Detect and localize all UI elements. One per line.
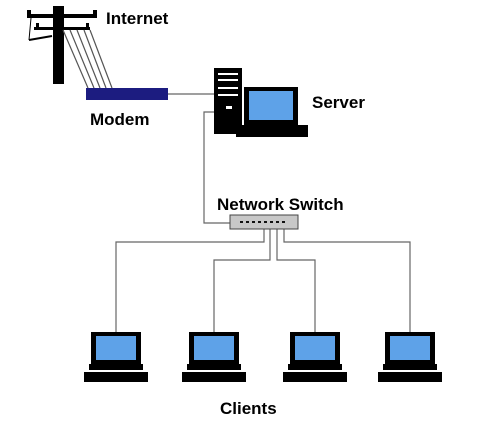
modem-icon bbox=[86, 88, 168, 100]
laptop-client-icon bbox=[378, 332, 442, 382]
server-computer-icon bbox=[214, 68, 308, 137]
modem-label: Modem bbox=[90, 110, 150, 129]
network-switch-icon bbox=[229, 214, 299, 230]
clients-label: Clients bbox=[220, 399, 277, 418]
laptop-client-icon bbox=[84, 332, 148, 382]
connection-lines bbox=[115, 93, 411, 332]
laptop-client-icon bbox=[182, 332, 246, 382]
server-label: Server bbox=[312, 93, 365, 112]
utility-pole-icon bbox=[27, 6, 113, 89]
switch-label: Network Switch bbox=[217, 195, 344, 214]
laptop-client-icon bbox=[283, 332, 347, 382]
internet-label: Internet bbox=[106, 9, 169, 28]
